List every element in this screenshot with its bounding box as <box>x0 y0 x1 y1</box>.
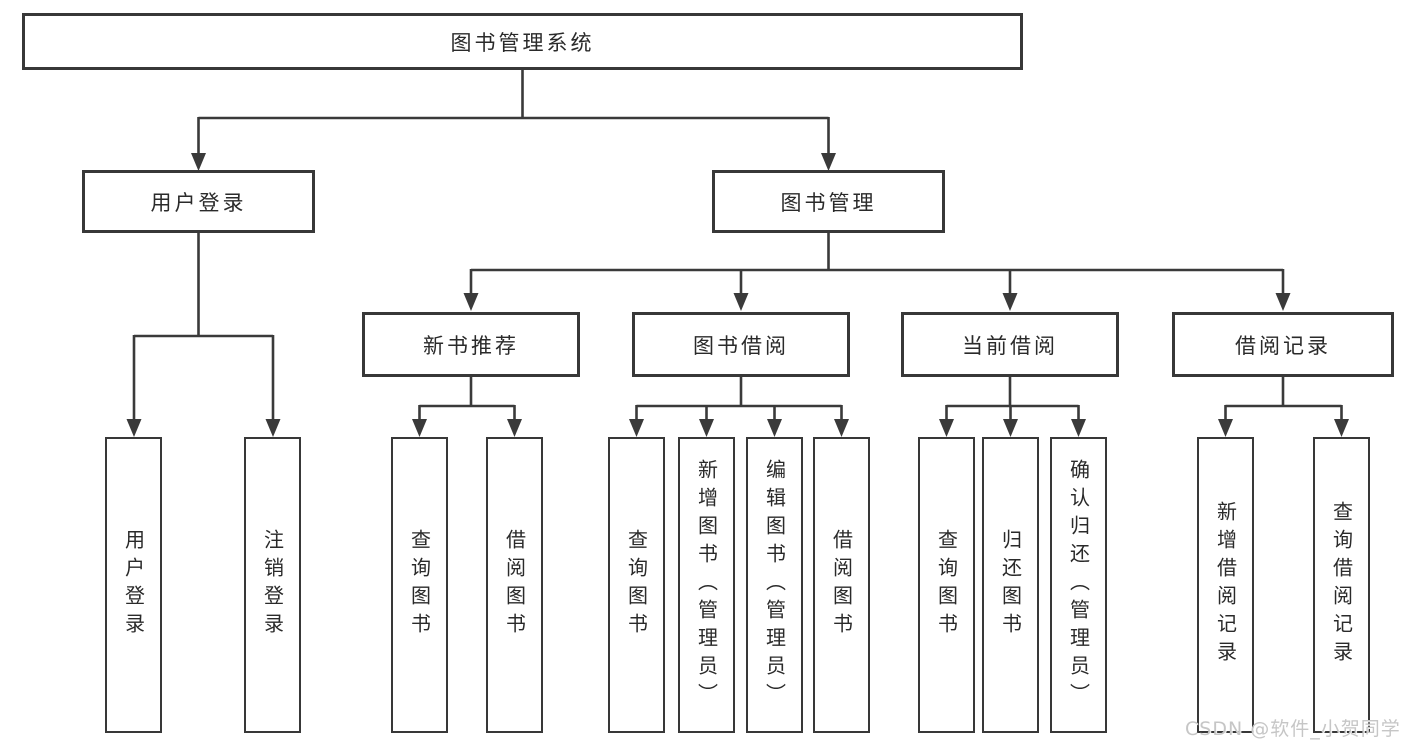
arrowhead <box>412 419 427 437</box>
arrowhead <box>1071 419 1086 437</box>
arrowhead <box>191 153 206 171</box>
leaf-user-login: 用户登录 <box>105 437 162 733</box>
leaf-query-book-current-label: 查询图书 <box>934 529 959 641</box>
node-book-borrow: 图书借阅 <box>632 312 850 377</box>
node-user-login: 用户登录 <box>82 170 315 233</box>
leaf-query-borrow-record: 查询借阅记录 <box>1313 437 1370 733</box>
arrowhead <box>1002 293 1018 311</box>
node-book-management: 图书管理 <box>712 170 945 233</box>
leaf-borrow-book: 借阅图书 <box>813 437 870 733</box>
arrowhead <box>767 419 782 437</box>
leaf-logout-label: 注销登录 <box>260 529 285 641</box>
leaf-user-login-label: 用户登录 <box>121 529 146 641</box>
leaf-query-borrow-record-label: 查询借阅记录 <box>1329 501 1354 669</box>
node-book-borrow-label: 图书借阅 <box>693 333 789 358</box>
edge-userlogin-to-leaves <box>132 233 275 420</box>
leaf-borrow-book-recommend: 借阅图书 <box>486 437 543 733</box>
leaf-edit-book-admin: 编辑图书（管理员） <box>746 437 803 733</box>
arrowhead <box>629 419 644 437</box>
edge-newbookrec-to-leaves <box>418 377 516 420</box>
leaf-return-book-label: 归还图书 <box>998 529 1023 641</box>
leaf-query-book-borrow: 查询图书 <box>608 437 665 733</box>
leaf-query-book-recommend-label: 查询图书 <box>407 529 432 641</box>
node-current-borrow: 当前借阅 <box>901 312 1119 377</box>
node-new-book-recommend-label: 新书推荐 <box>423 333 519 358</box>
leaf-query-book-current: 查询图书 <box>918 437 975 733</box>
node-root: 图书管理系统 <box>22 13 1023 70</box>
node-current-borrow-label: 当前借阅 <box>962 333 1058 358</box>
edge-root-to-level2 <box>197 70 830 153</box>
leaf-borrow-book-recommend-label: 借阅图书 <box>502 529 527 641</box>
leaf-add-book-admin: 新增图书（管理员） <box>678 437 735 733</box>
leaf-add-book-admin-label: 新增图书（管理员） <box>694 459 719 711</box>
leaf-confirm-return-admin: 确认归还（管理员） <box>1050 437 1107 733</box>
arrowhead <box>1003 419 1018 437</box>
leaf-logout: 注销登录 <box>244 437 301 733</box>
edge-bookmgmt-to-level3 <box>469 233 1285 294</box>
edge-currentborrow-to-leaves <box>945 377 1080 420</box>
edge-borrowrecord-to-leaves <box>1224 377 1343 420</box>
arrowhead <box>699 419 714 437</box>
arrowhead <box>834 419 849 437</box>
edge-bookborrow-to-leaves <box>635 377 843 420</box>
node-borrow-record-label: 借阅记录 <box>1235 333 1331 358</box>
csdn-watermark: CSDN @软件_小贺同学 <box>1185 718 1401 740</box>
node-book-management-label: 图书管理 <box>780 190 877 215</box>
leaf-add-borrow-record-label: 新增借阅记录 <box>1213 501 1238 669</box>
leaf-add-borrow-record: 新增借阅记录 <box>1197 437 1254 733</box>
leaf-borrow-book-label: 借阅图书 <box>829 529 854 641</box>
arrowhead <box>1275 293 1291 311</box>
arrowhead <box>126 419 142 437</box>
arrowhead <box>463 293 479 311</box>
arrowhead <box>821 153 836 171</box>
node-user-login-label: 用户登录 <box>150 190 247 215</box>
arrowhead <box>1334 419 1349 437</box>
arrowhead <box>265 419 281 437</box>
leaf-return-book: 归还图书 <box>982 437 1039 733</box>
arrowheads <box>126 153 1349 437</box>
arrowhead <box>733 293 749 311</box>
arrowhead <box>1218 419 1233 437</box>
arrowhead <box>507 419 522 437</box>
node-root-label: 图书管理系统 <box>450 30 595 55</box>
arrowhead <box>939 419 954 437</box>
leaf-query-book-recommend: 查询图书 <box>391 437 448 733</box>
leaf-confirm-return-admin-label: 确认归还（管理员） <box>1066 459 1091 711</box>
leaf-query-book-borrow-label: 查询图书 <box>624 529 649 641</box>
node-borrow-record: 借阅记录 <box>1172 312 1394 377</box>
node-new-book-recommend: 新书推荐 <box>362 312 580 377</box>
leaf-edit-book-admin-label: 编辑图书（管理员） <box>762 459 787 711</box>
